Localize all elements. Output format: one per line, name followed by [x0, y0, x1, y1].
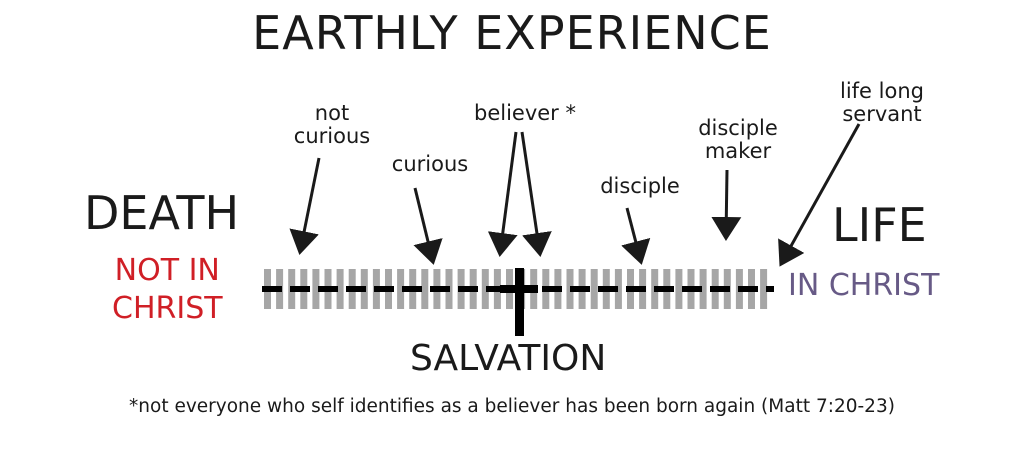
arrow-believer-left — [487, 131, 518, 257]
arrow-disciple-maker — [711, 169, 742, 241]
life-label: LIFE — [832, 198, 927, 252]
death-label: DEATH — [84, 186, 240, 240]
arrow-disciple — [621, 207, 651, 265]
not-in-christ-line2: CHRIST — [112, 291, 223, 326]
stage-believer: believer * — [474, 101, 576, 125]
stage-life-long-servant-line2: servant — [842, 102, 922, 126]
track-tie — [336, 269, 344, 309]
stage-disciple-maker-line1: disciple — [698, 116, 778, 140]
arrow-believer-right — [520, 131, 552, 257]
stage-disciple-maker: disciple maker — [660, 117, 816, 163]
stage-life-long-servant-line1: life long — [840, 79, 924, 103]
arrow-not-curious — [289, 157, 321, 255]
track-tie — [699, 269, 707, 309]
not-in-christ-label: NOT IN CHRIST — [112, 252, 223, 328]
track-tie — [760, 269, 768, 309]
track-tie — [397, 269, 405, 309]
stage-not-curious-line1: not — [314, 101, 350, 125]
footnote: *not everyone who self identifies as a b… — [129, 396, 895, 417]
track-tie — [481, 269, 489, 309]
stage-disciple: disciple — [600, 174, 680, 198]
arrow-curious — [413, 187, 443, 265]
track-tie — [312, 269, 320, 309]
track-tie — [614, 269, 622, 309]
stage-not-curious: not curious — [262, 102, 402, 148]
stage-not-curious-line2: curious — [293, 124, 371, 148]
track-tie — [590, 269, 598, 309]
diagram-title: EARTHLY EXPERIENCE — [252, 6, 772, 60]
track-tie — [421, 269, 429, 309]
in-christ-label: IN CHRIST — [788, 268, 940, 303]
arrow-life-long-servant — [778, 123, 861, 267]
salvation-cross-vertical — [515, 268, 524, 336]
stage-curious: curious — [391, 152, 469, 176]
track-tie — [675, 269, 683, 309]
stage-disciple-maker-line2: maker — [704, 139, 772, 163]
salvation-cross-horizontal — [500, 285, 538, 293]
salvation-label: SALVATION — [410, 338, 607, 379]
not-in-christ-line1: NOT IN — [114, 253, 220, 288]
stage-life-long-servant: life long servant — [814, 80, 950, 126]
